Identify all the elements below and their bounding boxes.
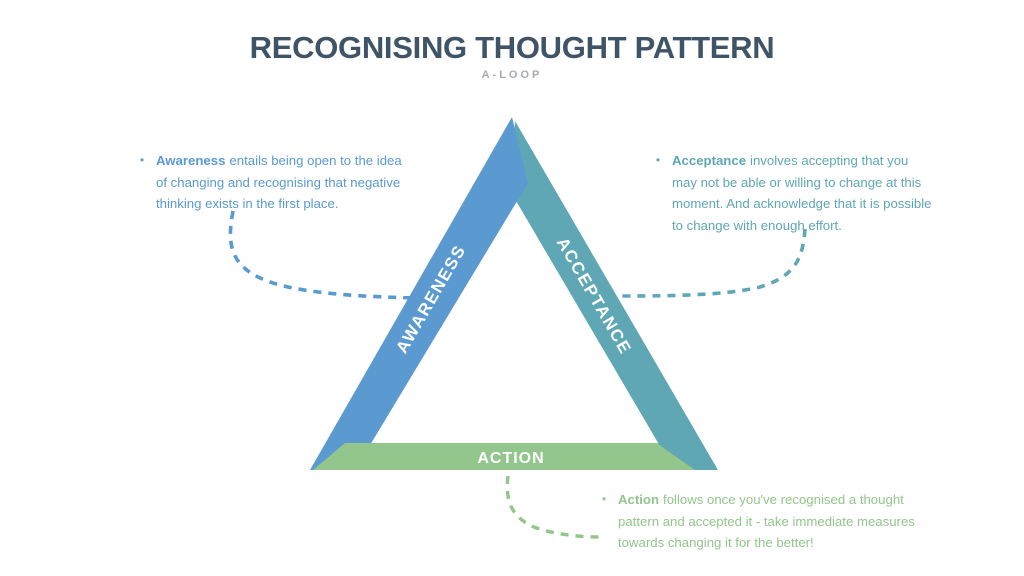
acceptance-note-line-4: to change with enough effort. <box>672 217 842 233</box>
action-term: Action <box>618 492 660 507</box>
acceptance-band <box>512 121 718 470</box>
awareness-term: Awareness <box>156 153 226 168</box>
action-band <box>313 443 695 470</box>
action-band-left-fold <box>313 443 392 470</box>
acceptance-bullet: • <box>655 153 661 167</box>
action-note-line-2: pattern and accepted it - take immediate… <box>618 513 915 529</box>
acceptance-note-line-2: may not be able or willing to change at … <box>672 174 922 190</box>
action-band-end-fold <box>658 444 695 470</box>
page-title: RECOGNISING THOUGHT PATTERN <box>249 30 775 65</box>
awareness-bullet: • <box>139 153 145 167</box>
action-connector-line <box>505 475 602 539</box>
page-subtitle: A-LOOP <box>481 69 543 81</box>
awareness-band <box>310 117 528 470</box>
action-band-label: ACTION <box>477 450 544 467</box>
awareness-note-line-3: thinking exists in the first place. <box>156 196 339 211</box>
acceptance-connector-line <box>617 228 807 298</box>
awareness-note-line-2: of changing and recognising that negativ… <box>156 174 401 190</box>
action-note-line-3: towards changing it for the better! <box>618 535 814 550</box>
acceptance-note-line-3: moment. And acknowledge that it is possi… <box>672 196 932 211</box>
action-bullet: • <box>601 492 607 506</box>
acceptance-term: Acceptance <box>672 153 747 168</box>
awareness-connector-line <box>228 210 416 300</box>
